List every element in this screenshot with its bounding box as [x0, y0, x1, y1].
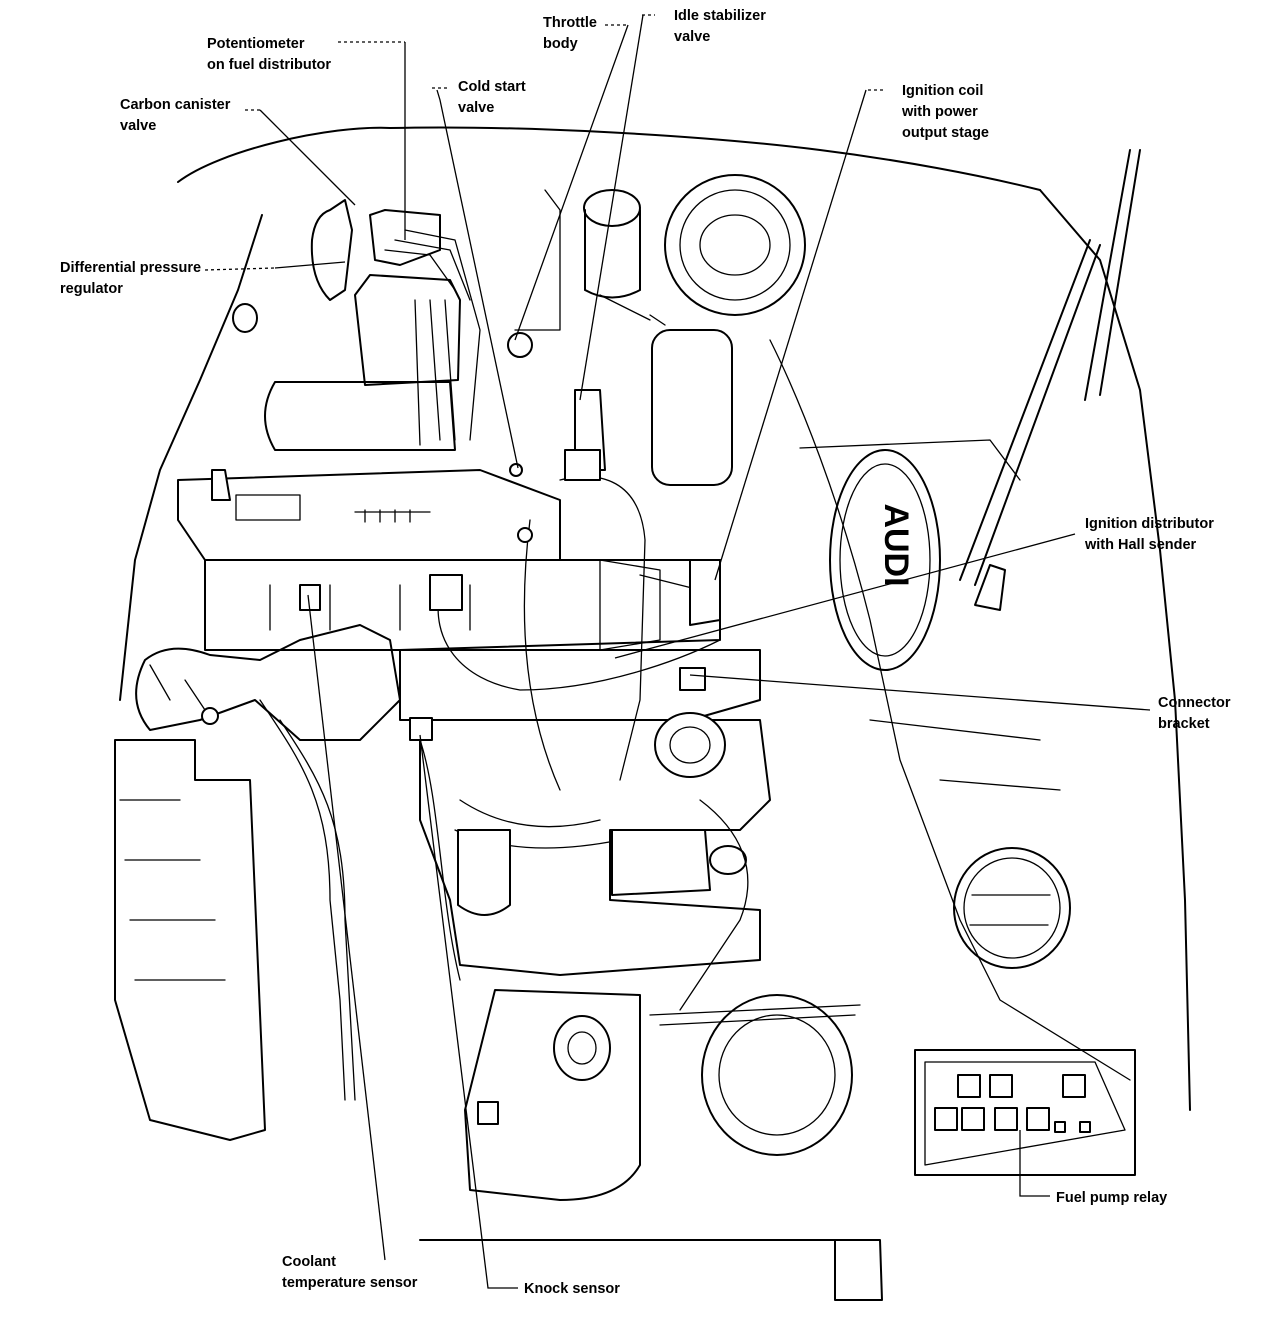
- label-ignition-distributor-line2: with Hall sender: [1084, 537, 1197, 553]
- strut-tower-right-line: [799, 439, 1061, 791]
- label-differential-pressure-line2: regulator: [60, 281, 123, 297]
- label-ignition-coil-line1: Ignition coil: [902, 83, 983, 99]
- coolant-expansion-tank: [464, 989, 641, 1201]
- label-ignition-coil-line2: with power: [901, 104, 978, 120]
- wiper-arm: [1084, 149, 1141, 401]
- engine-block: [419, 719, 771, 976]
- relays: [934, 1074, 1091, 1133]
- label-fuel-pump-relay: Fuel pump relay: [1056, 1190, 1167, 1206]
- radiator: [114, 739, 266, 1141]
- intake-elbow: [135, 624, 401, 741]
- strut-dome-lower: [701, 994, 853, 1156]
- wiper-rod: [959, 239, 1101, 586]
- leader-coolant-sensor: [307, 594, 386, 1261]
- fuel-distributor: [354, 274, 461, 386]
- label-idle-stabilizer-line2: valve: [674, 29, 710, 45]
- air-intake: [310, 199, 353, 301]
- leader-ignition-coil: [714, 89, 867, 581]
- label-differential-pressure-line1: Differential pressure: [60, 260, 201, 276]
- label-coolant-sensor-line2: temperature sensor: [282, 1275, 418, 1291]
- label-cold-start-line1: Cold start: [458, 79, 526, 95]
- inner-fender: [769, 339, 1131, 1081]
- label-carbon-canister-line2: valve: [120, 118, 156, 134]
- fuel-pump-relay-part: [1026, 1107, 1050, 1131]
- label-cold-start-line2: valve: [458, 100, 494, 116]
- label-connector-bracket-line2: bracket: [1158, 716, 1210, 732]
- label-cold-start: Cold start valve: [458, 79, 530, 116]
- label-knock-sensor-line1: Knock sensor: [524, 1281, 620, 1297]
- leader-differential-pressure: [274, 261, 346, 269]
- audi-badge: [829, 449, 941, 671]
- leader-knock-sensor: [419, 734, 518, 1289]
- leader-carbon-canister: [259, 109, 356, 206]
- washer-line: [649, 1004, 861, 1026]
- label-potentiometer: Potentiometer on fuel distributor: [207, 36, 331, 73]
- hood-outline: [177, 126, 1041, 191]
- fender-right: [1039, 189, 1191, 1111]
- label-ignition-coil-line3: output stage: [902, 125, 989, 141]
- label-idle-stabilizer: Idle stabilizer valve: [674, 8, 770, 45]
- label-ignition-distributor: Ignition distributor with Hall sender: [1084, 516, 1218, 553]
- leader-cold-start: [436, 89, 519, 469]
- leader-ignition-distributor: [614, 533, 1076, 659]
- label-potentiometer-line1: Potentiometer: [207, 36, 305, 52]
- label-coolant-sensor: Coolant temperature sensor: [282, 1254, 418, 1291]
- leader-idle-stabilizer: [579, 14, 644, 401]
- oil-filter: [654, 712, 726, 778]
- engine-bay-drawing: AUDI: [114, 126, 1191, 1301]
- label-throttle-body-line1: Throttle: [543, 15, 597, 31]
- leader-lines: [204, 14, 1151, 1289]
- label-differential-pressure: Differential pressure regulator: [60, 260, 205, 297]
- brake-fluid-reservoir: [651, 329, 733, 486]
- labels: Potentiometer on fuel distributor Carbon…: [60, 8, 1235, 1297]
- label-ignition-coil: Ignition coil with power output stage: [901, 83, 989, 141]
- label-carbon-canister: Carbon canister valve: [120, 97, 234, 134]
- reservoir-cap: [953, 847, 1071, 969]
- label-connector-bracket: Connector bracket: [1158, 695, 1235, 732]
- cylinder-head: [204, 559, 721, 651]
- valve-cover: [177, 469, 561, 561]
- fender-left: [119, 214, 263, 701]
- label-throttle-body: Throttle body: [543, 15, 601, 52]
- label-throttle-body-line2: body: [543, 36, 578, 52]
- strut-tower-right: [664, 174, 806, 316]
- relay-panel: [914, 1049, 1136, 1176]
- label-ignition-distributor-line1: Ignition distributor: [1085, 516, 1214, 532]
- label-fuel-pump-relay-line1: Fuel pump relay: [1056, 1190, 1167, 1206]
- label-knock-sensor: Knock sensor: [524, 1281, 620, 1297]
- leader-fuel-pump-relay: [1019, 1130, 1050, 1197]
- label-carbon-canister-line1: Carbon canister: [120, 97, 231, 113]
- leader-throttle-body: [514, 24, 629, 341]
- label-potentiometer-line2: on fuel distributor: [207, 57, 331, 73]
- radiator-bottom: [419, 1239, 883, 1301]
- label-connector-bracket-line1: Connector: [1158, 695, 1231, 711]
- leader-connector-bracket: [689, 674, 1151, 711]
- audi-badge-text: AUDI: [877, 503, 915, 586]
- label-coolant-sensor-line1: Coolant: [282, 1254, 336, 1270]
- air-cleaner-housing: [264, 381, 456, 451]
- label-idle-stabilizer-line1: Idle stabilizer: [674, 8, 766, 24]
